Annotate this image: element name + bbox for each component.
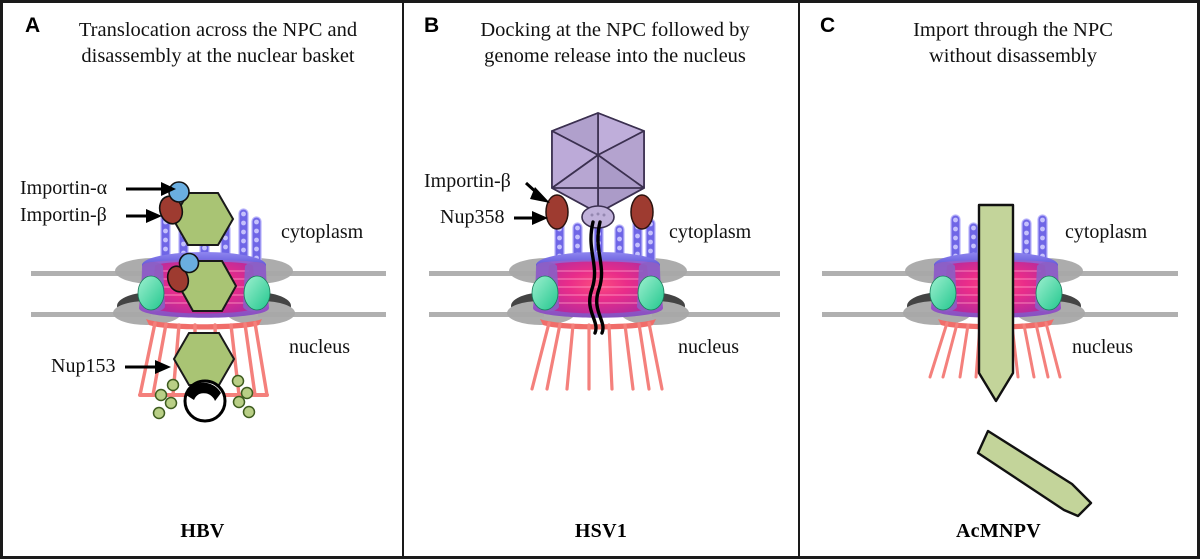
arrow-importin-beta: [126, 209, 162, 223]
arrow-importin-beta-b: [524, 181, 550, 203]
arrow-nup153: [125, 360, 171, 374]
panel-c-letter: C: [820, 14, 836, 37]
panel-a-title-line1: Translocation across the NPC and: [78, 19, 358, 41]
panel-c-footer: AcMNPV: [955, 520, 1042, 542]
dna-strand: [588, 220, 605, 335]
arrow-nup358: [514, 211, 548, 225]
panel-c-illustration: [822, 203, 1178, 518]
nup358-marker-b-right: [630, 194, 654, 230]
panel-a-footer: HBV: [180, 520, 225, 542]
portal-dots: [590, 212, 606, 217]
panel-b-letter: B: [424, 14, 440, 37]
label-nucleus-b: nucleus: [678, 336, 740, 358]
importin-alpha-marker-a1: [168, 181, 190, 203]
label-importin-beta: Importin-β: [20, 204, 107, 226]
panel-a-title-line2: disassembly at the nuclear basket: [81, 45, 355, 68]
label-cytoplasm-a: cytoplasm: [281, 221, 364, 243]
panel-c-title: Import through the NPC without disassemb…: [848, 17, 1178, 69]
panel-b-title-line1: Docking at the NPC followed by: [480, 19, 750, 41]
hbv-capsid-in-basket: [172, 332, 236, 386]
label-nup358: Nup358: [440, 206, 505, 228]
label-nucleus-c: nucleus: [1072, 336, 1134, 358]
importin-beta-marker-b-left: [545, 194, 569, 230]
nuclear-envelope-b: [429, 271, 780, 317]
label-nup153: Nup153: [51, 355, 116, 377]
label-cytoplasm-b: cytoplasm: [669, 221, 752, 243]
acmnpv-rod-in-pore: [977, 203, 1015, 403]
label-importin-beta-b: Importin-β: [424, 170, 511, 192]
panel-c: C Import through the NPC without disasse…: [800, 0, 1200, 559]
importin-beta-marker-a2: [166, 265, 190, 293]
panel-b-title-line2: genome release into the nucleus: [484, 45, 746, 68]
panel-c-title-line2: without disassembly: [929, 45, 1097, 68]
panel-b-illustration: [429, 112, 780, 391]
hsv1-capsid: [551, 112, 645, 214]
panel-a-letter: A: [25, 14, 41, 37]
npc-scaffold-b: [531, 259, 665, 330]
nuclear-envelope-a: [31, 271, 386, 317]
importin-beta-marker-a1: [158, 195, 184, 225]
panel-a-title: Translocation across the NPC and disasse…: [53, 17, 383, 69]
nuclear-basket-b: [530, 321, 664, 391]
nuclear-envelope-c: [822, 271, 1178, 317]
disassembled-capsid-a: [152, 374, 256, 423]
panel-a-illustration: [31, 181, 386, 423]
arrow-importin-alpha: [126, 182, 176, 196]
acmnpv-rod-in-nucleus: [976, 429, 1093, 518]
label-importin-alpha: Importin-α: [20, 177, 108, 199]
panel-b: B Docking at the NPC followed by genome …: [404, 0, 800, 559]
panel-c-title-line1: Import through the NPC: [913, 19, 1113, 41]
panel-b-footer: HSV1: [574, 520, 628, 542]
label-cytoplasm-c: cytoplasm: [1065, 221, 1148, 243]
panel-a: A Translocation across the NPC and disas…: [0, 0, 404, 559]
label-nucleus-a: nucleus: [289, 336, 351, 358]
importin-alpha-marker-a2: [178, 252, 200, 274]
panel-b-title: Docking at the NPC followed by genome re…: [450, 17, 780, 69]
